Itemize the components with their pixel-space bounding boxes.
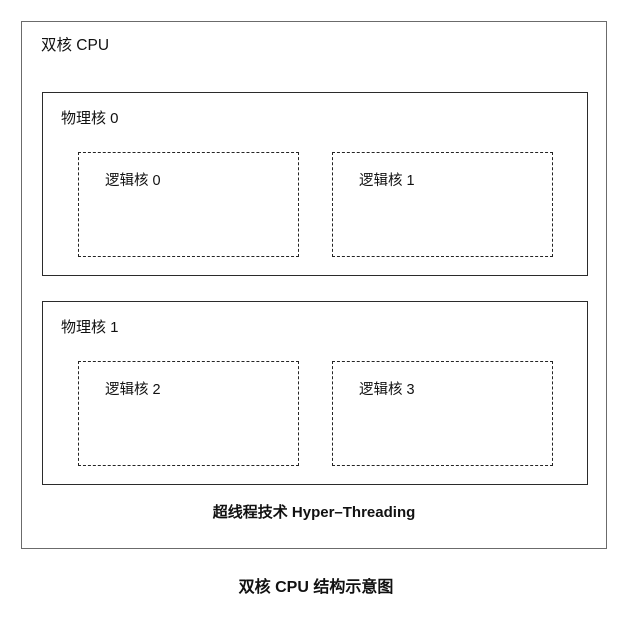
logical-core-0-box: 逻辑核 0 [78, 152, 299, 257]
logical-core-0-label: 逻辑核 0 [105, 173, 161, 189]
physical-core-0-box: 物理核 0 逻辑核 0 逻辑核 1 [42, 92, 588, 276]
physical-core-1-box: 物理核 1 逻辑核 2 逻辑核 3 [42, 301, 588, 485]
logical-core-3-label: 逻辑核 3 [359, 382, 415, 398]
logical-core-2-box: 逻辑核 2 [78, 361, 299, 466]
logical-core-1-box: 逻辑核 1 [332, 152, 553, 257]
physical-core-1-label: 物理核 1 [61, 319, 119, 336]
logical-core-2-label: 逻辑核 2 [105, 382, 161, 398]
figure-caption: 双核 CPU 结构示意图 [238, 579, 394, 596]
logical-core-1-label: 逻辑核 1 [359, 173, 415, 189]
logical-core-3-box: 逻辑核 3 [332, 361, 553, 466]
physical-core-0-label: 物理核 0 [61, 110, 119, 127]
hyper-threading-note: 超线程技术 Hyper–Threading [212, 504, 416, 521]
cpu-package-title: 双核 CPU [41, 37, 110, 54]
cpu-package-box: 双核 CPU 物理核 0 逻辑核 0 逻辑核 1 物理核 1 逻辑核 2 逻辑核… [21, 21, 607, 549]
